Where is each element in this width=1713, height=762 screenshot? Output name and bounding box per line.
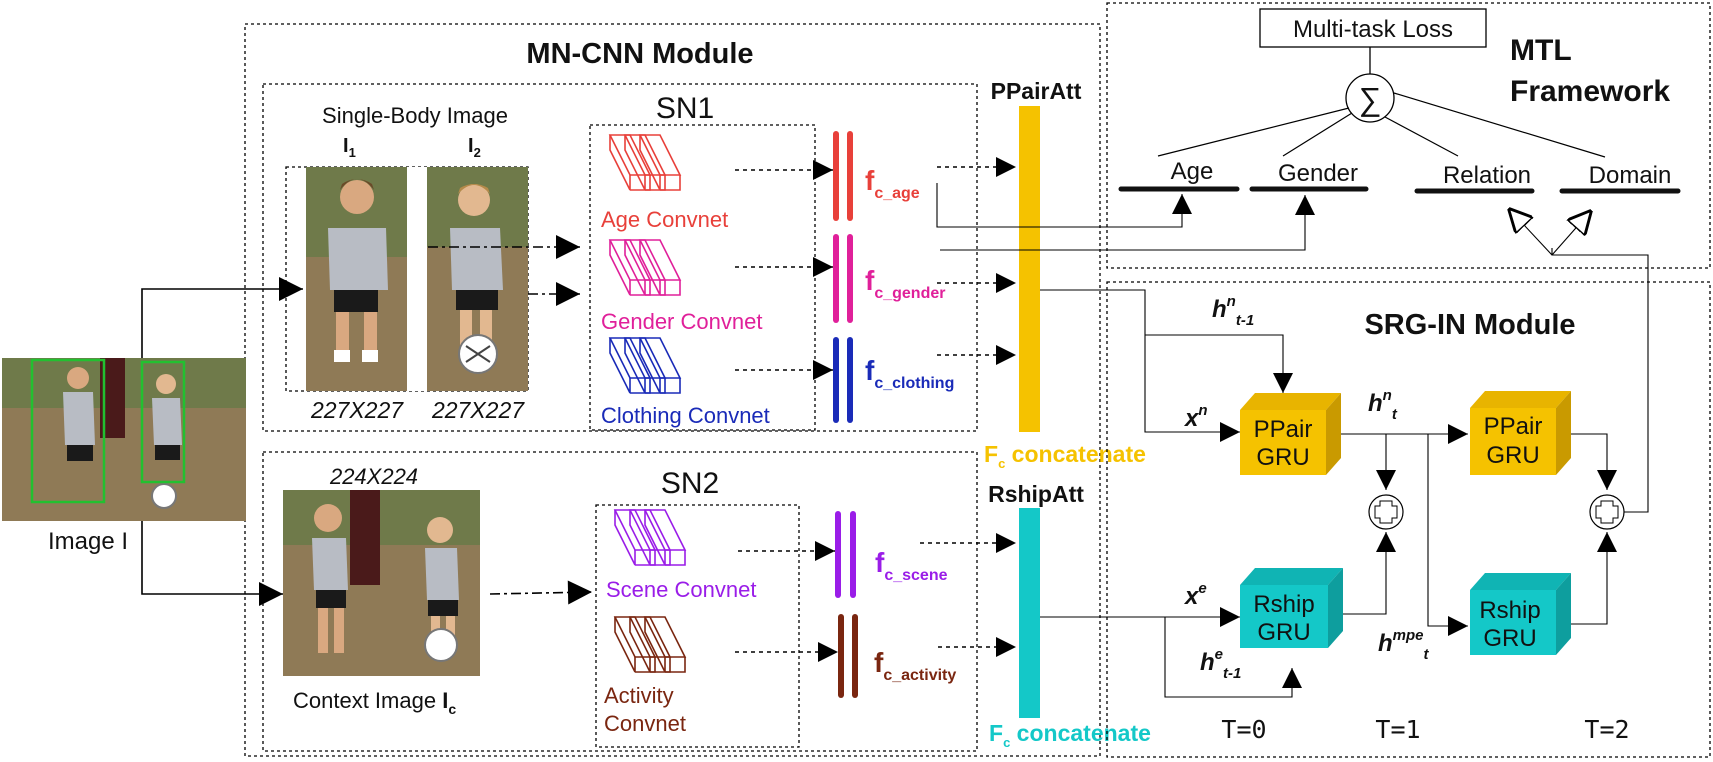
sn2-box [262,451,978,752]
fc-concatenate-top: Fc concatenate [984,441,1146,471]
sn1-title: SN1 [656,92,714,125]
scene-convnet-icon [614,509,686,566]
mtl-framework-box [1106,2,1711,269]
activity-convnet-icon [614,616,686,673]
i1-label: I1 [343,135,356,160]
task-age: Age [1171,158,1214,185]
input-image-label: Image I [48,528,128,555]
rship-gru-2-line1: Rship [1479,597,1540,624]
sn2-convnet-box [595,504,800,748]
age-convnet-label: Age Convnet [601,207,728,232]
srgin-module-box [1106,281,1711,758]
clothing-convnet-label: Clothing Convnet [601,403,770,428]
time-label-2: T=2 [1584,715,1629,744]
clothing-convnet-icon [609,337,681,394]
time-label-0: T=0 [1221,715,1266,744]
f-gender-bars [833,234,853,323]
size-label-2: 227X227 [431,397,525,423]
i2-label: I2 [468,135,481,160]
f-age-label: fc_age [865,165,920,202]
rship-gru-1-line2: GRU [1257,619,1310,646]
ppair-gru-1-line1: PPair [1254,416,1313,443]
ppair-gru-1-line2: GRU [1256,444,1309,471]
ppair-gru-2-line2: GRU [1486,442,1539,469]
hn-t-label: hnt [1368,387,1398,423]
xn-label: xn [1183,402,1208,432]
srgin-title: SRG-IN Module [1364,309,1575,341]
gender-convnet-icon [609,239,681,296]
he-prev-label: het-1 [1200,646,1241,682]
size-label-1: 227X227 [310,397,404,423]
rship-gru-1-line1: Rship [1253,591,1314,618]
rshipatt-bar [1019,508,1040,718]
multi-task-loss-box [1259,8,1487,48]
f-activity-bars [838,614,858,698]
single-body-image-2 [427,167,528,391]
f-gender-label: fc_gender [865,265,945,302]
sn1-box [262,83,978,432]
task-gender: Gender [1278,160,1358,187]
sn2-size-label: 224X224 [329,464,418,489]
hmpe-t-label: hmpet [1378,627,1430,663]
hn-prev-label: hnt-1 [1212,293,1254,329]
f-age-bars [833,131,853,221]
single-body-image-1 [306,167,407,391]
rship-gru-2-line2: GRU [1483,625,1536,652]
xe-label: xe [1183,580,1207,610]
f-scene-bars [835,511,856,598]
f-clothing-bars [833,337,853,423]
sn2-title: SN2 [661,467,719,500]
context-image-label: Context Image Ic [293,688,456,717]
scene-convnet-label: Scene Convnet [606,577,756,602]
sum-node [1345,73,1395,123]
rship-gru-2 [1470,573,1571,655]
ppairatt-label: PPairAtt [991,78,1082,104]
f-clothing-label: fc_clothing [865,355,954,392]
sn1-convnet-box [589,124,816,431]
f-scene-label: fc_scene [875,547,948,584]
activity-convnet-label-2: Convnet [604,711,686,736]
mtl-title-line2: Framework [1510,75,1670,108]
ppair-gru-2 [1470,391,1571,475]
image-divider [407,167,427,391]
gender-convnet-label: Gender Convnet [601,309,762,334]
fc-concatenate-bottom: Fc concatenate [989,720,1151,750]
task-relation: Relation [1443,162,1531,189]
multi-task-loss-label: Multi-task Loss [1293,16,1453,43]
context-image [283,490,480,676]
ppairatt-bar [1019,106,1040,432]
input-image [2,358,246,521]
plus-node-1 [1368,494,1404,530]
ppair-gru-1 [1240,393,1341,475]
plus-node-2 [1589,494,1625,530]
mtl-title-line1: MTL [1510,34,1572,67]
mncnn-module-title: MN-CNN Module [526,38,753,70]
activity-convnet-label-1: Activity [604,683,674,708]
age-convnet-icon [609,134,681,191]
time-label-1: T=1 [1375,715,1420,744]
task-domain: Domain [1589,162,1672,189]
rshipatt-label: RshipAtt [988,481,1084,507]
f-activity-label: fc_activity [874,647,956,684]
ppair-gru-2-line1: PPair [1484,413,1543,440]
single-body-image-label: Single-Body Image [322,103,508,128]
rship-gru-1 [1240,568,1343,648]
sum-icon: ∑ [1359,81,1382,117]
